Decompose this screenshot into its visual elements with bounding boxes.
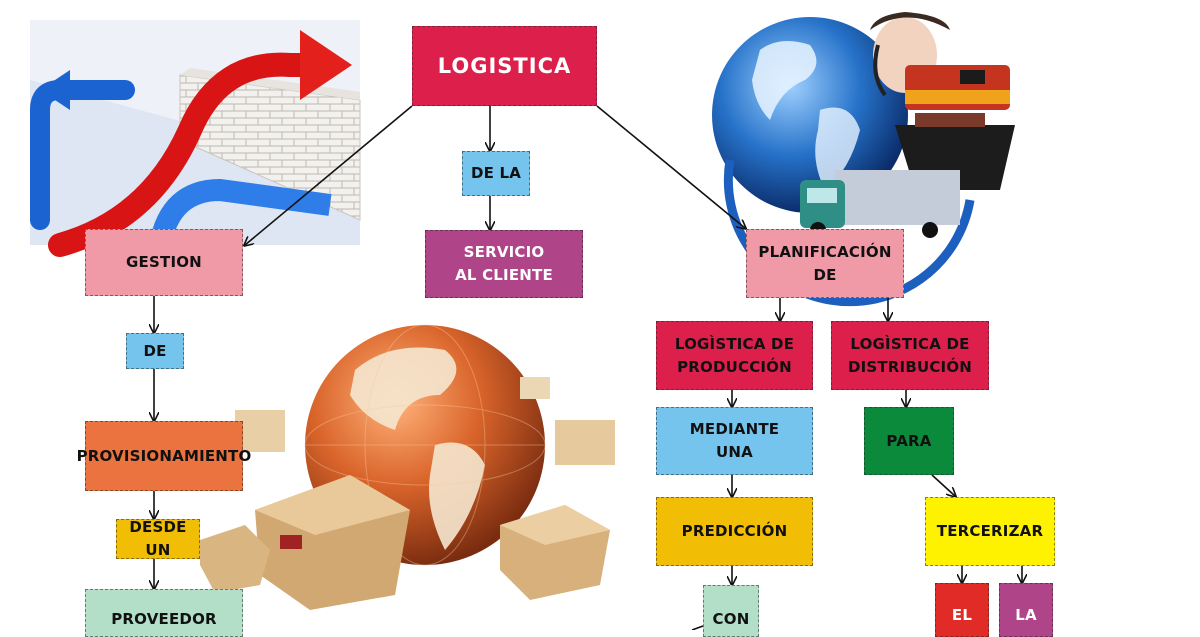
node-gestion: GESTION [85, 229, 243, 296]
red-arrow [48, 52, 327, 257]
node-logistica-distribucion: LOGÌSTICA DE DISTRIBUCIÓN [831, 321, 989, 390]
truck-trailer [835, 170, 960, 225]
arrows-wall-illustration [30, 20, 361, 257]
node-logistica-produccion: LOGÌSTICA DE PRODUCCIÓN [656, 321, 813, 390]
node-mediante-una: MEDIANTE UNA [656, 407, 813, 475]
node-de: DE [126, 333, 184, 369]
box-left [200, 525, 270, 593]
node-tercerizar: TERCERIZAR [925, 497, 1055, 566]
boxes-globe-illustration [200, 324, 615, 610]
box-small-1 [235, 410, 285, 452]
node-logistica: LOGISTICA [412, 26, 597, 106]
node-con: CON [703, 585, 759, 637]
node-la: LA [999, 583, 1053, 637]
node-para: PARA [864, 407, 954, 475]
node-servicio-al-cliente: SERVICIO AL CLIENTE [425, 230, 583, 298]
node-de-la: DE LA [462, 151, 530, 196]
transport-globe-illustration [712, 12, 1015, 307]
box-small-3 [520, 377, 550, 399]
node-prediccion: PREDICCIÓN [656, 497, 813, 566]
truck-cab [800, 180, 845, 228]
node-el: EL [935, 583, 989, 637]
box-small-2 [555, 420, 615, 465]
node-provisionamiento: PROVISIONAMIENTO [77, 421, 251, 491]
node-planificacion-de: PLANIFICACIÓN DE [746, 229, 904, 298]
node-desde-un: DESDE UN [116, 518, 200, 559]
arrow-para-tercerizar [931, 474, 955, 496]
node-proveedor: PROVEEDOR [85, 589, 243, 637]
arrow-con-tail [691, 625, 704, 630]
